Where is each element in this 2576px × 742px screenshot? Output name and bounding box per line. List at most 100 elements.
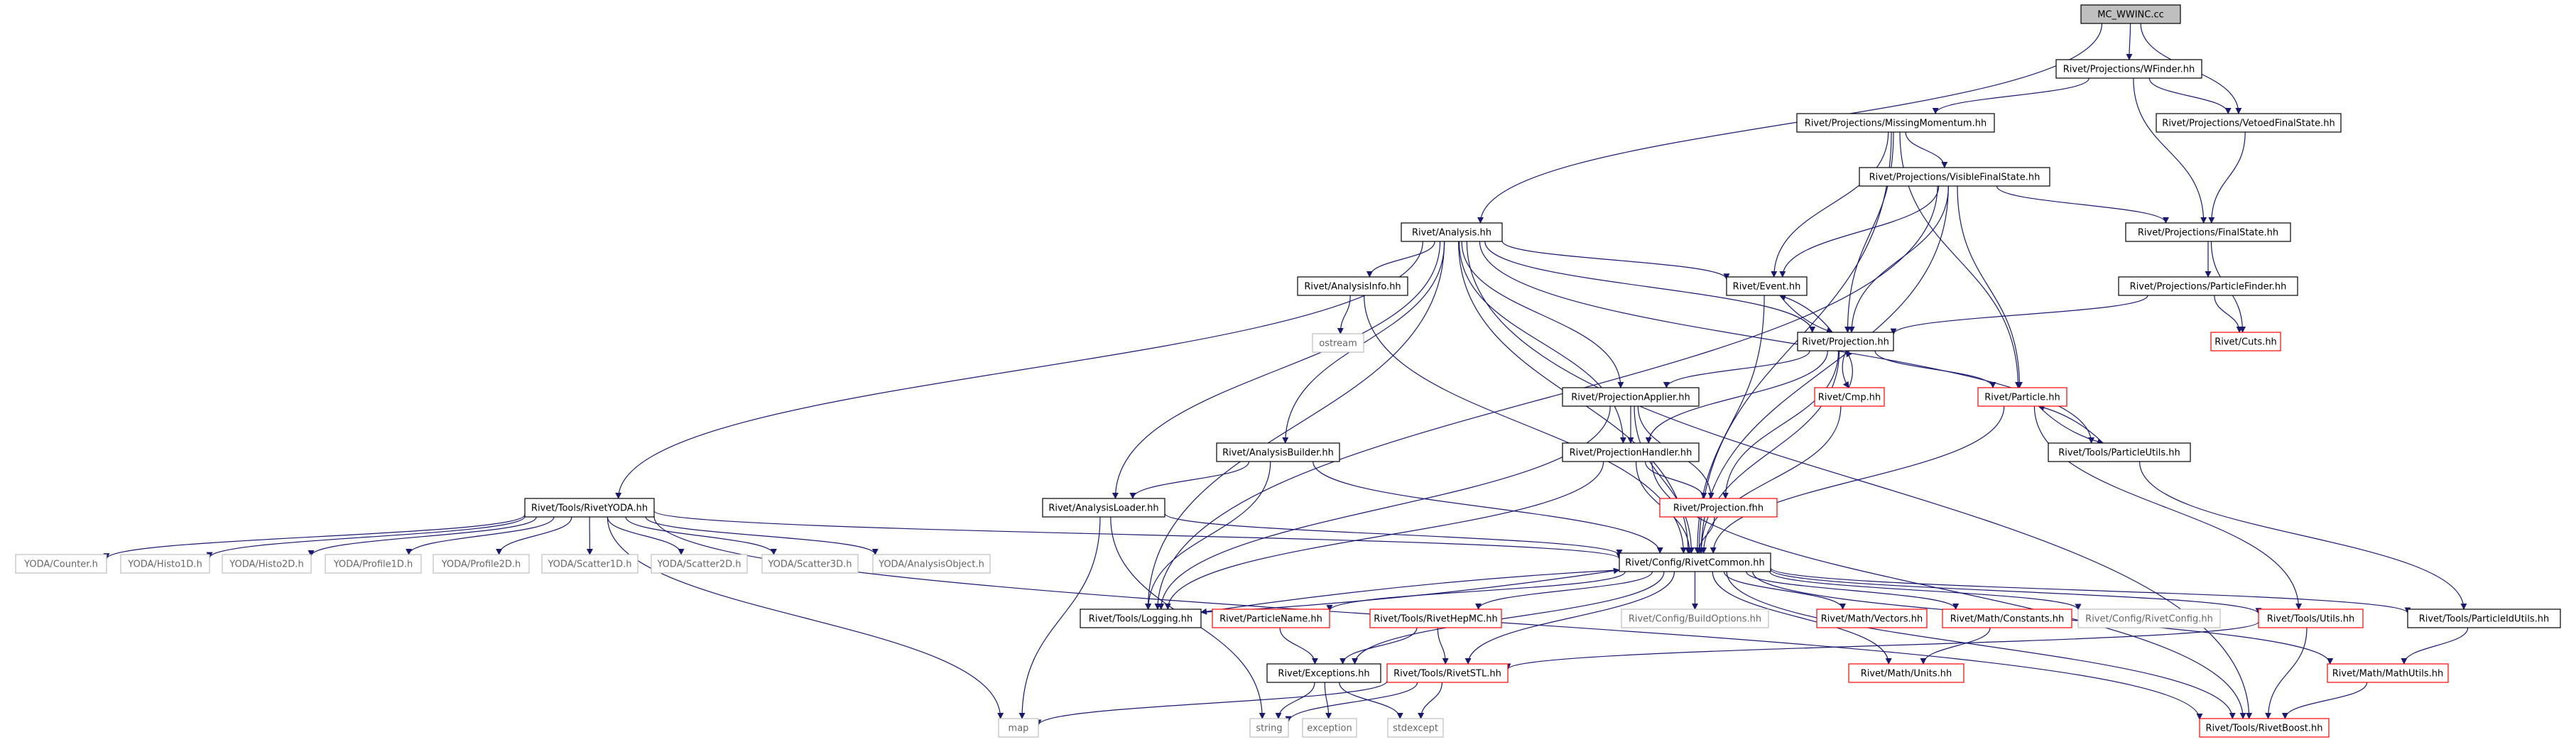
node-box bbox=[1796, 113, 1995, 133]
node-label: Rivet/Tools/ParticleIdUtils.hh bbox=[2419, 614, 2550, 625]
node-visiblefinalstate[interactable]: Rivet/Projections/VisibleFinalState.hh bbox=[1859, 167, 2050, 187]
node-particlefinder[interactable]: Rivet/Projections/ParticleFinder.hh bbox=[2118, 276, 2298, 296]
node-projectionfhh[interactable]: Rivet/Projection.fhh bbox=[1659, 498, 1778, 518]
node-yoda_histo2d[interactable]: YODA/Histo2D.h bbox=[222, 554, 312, 574]
node-particleidutils[interactable]: Rivet/Tools/ParticleIdUtils.hh bbox=[2407, 609, 2561, 628]
edge-constants-to-units bbox=[1920, 627, 1991, 665]
edge-particle-to-particleutils bbox=[2038, 405, 2104, 445]
node-toolsutils[interactable]: Rivet/Tools/Utils.hh bbox=[2258, 609, 2364, 628]
node-wfinder[interactable]: Rivet/Projections/WFinder.hh bbox=[2055, 59, 2202, 79]
node-analysis[interactable]: Rivet/Analysis.hh bbox=[1401, 222, 1503, 242]
node-label: Rivet/Exceptions.hh bbox=[1278, 669, 1369, 680]
node-rivetstl[interactable]: Rivet/Tools/RivetSTL.hh bbox=[1386, 663, 1509, 683]
node-logging[interactable]: Rivet/Tools/Logging.hh bbox=[1080, 609, 1202, 628]
node-analysisloader[interactable]: Rivet/AnalysisLoader.hh bbox=[1042, 498, 1165, 518]
node-box bbox=[2156, 113, 2342, 133]
node-box bbox=[222, 554, 312, 574]
node-label: Rivet/Config/RivetConfig.hh bbox=[2085, 614, 2213, 625]
node-units[interactable]: Rivet/Math/Units.hh bbox=[1848, 663, 1964, 683]
node-cmp[interactable]: Rivet/Cmp.hh bbox=[1814, 387, 1885, 407]
edge-exceptions-to-exception bbox=[1324, 682, 1332, 719]
edge-missingmomentum-to-rivetcommon bbox=[1695, 131, 1892, 554]
node-mc_wwinc[interactable]: MC_WWINC.cc bbox=[2080, 4, 2181, 24]
node-box bbox=[761, 554, 859, 574]
node-label: Rivet/Event.hh bbox=[1733, 282, 1801, 293]
edge-wfinder-to-finalstate bbox=[2133, 77, 2207, 224]
node-particleutils[interactable]: Rivet/Tools/ParticleUtils.hh bbox=[2048, 442, 2191, 462]
edge-analysis-to-projection bbox=[1484, 241, 1816, 333]
node-label: ostream bbox=[1319, 339, 1357, 349]
node-yoda_analysisobject[interactable]: YODA/AnalysisObject.h bbox=[872, 554, 991, 574]
node-label: string bbox=[1256, 724, 1282, 734]
node-yoda_scatter2d[interactable]: YODA/Scatter2D.h bbox=[651, 554, 748, 574]
edge-rivethepmc-to-exceptions bbox=[1339, 627, 1418, 665]
node-ostream[interactable]: ostream bbox=[1312, 333, 1364, 353]
node-exception[interactable]: exception bbox=[1302, 718, 1357, 738]
node-box bbox=[2407, 609, 2561, 628]
node-label: YODA/Scatter2D.h bbox=[656, 560, 741, 570]
node-finalstate[interactable]: Rivet/Projections/FinalState.hh bbox=[2125, 222, 2291, 242]
node-projectionapplier[interactable]: Rivet/ProjectionApplier.hh bbox=[1562, 387, 1700, 407]
node-yoda_profile2d[interactable]: YODA/Profile2D.h bbox=[433, 554, 530, 574]
node-rivethepmc[interactable]: Rivet/Tools/RivetHepMC.hh bbox=[1369, 609, 1502, 628]
node-rivetcommon[interactable]: Rivet/Config/RivetCommon.hh bbox=[1619, 552, 1771, 572]
node-rivetboost[interactable]: Rivet/Tools/RivetBoost.hh bbox=[2199, 718, 2330, 738]
node-box bbox=[1859, 167, 2050, 187]
edge-rivetcommon-to-rivetstl bbox=[1464, 571, 1675, 665]
node-box bbox=[1369, 609, 1502, 628]
node-box bbox=[1216, 442, 1340, 462]
node-mathutils[interactable]: Rivet/Math/MathUtils.hh bbox=[2327, 663, 2449, 683]
node-rivetconfig[interactable]: Rivet/Config/RivetConfig.hh bbox=[2077, 609, 2221, 628]
node-box bbox=[1562, 442, 1700, 462]
node-label: Rivet/Projections/FinalState.hh bbox=[2138, 228, 2278, 239]
node-particle[interactable]: Rivet/Particle.hh bbox=[1977, 387, 2067, 407]
node-vetoedfinalstate[interactable]: Rivet/Projections/VetoedFinalState.hh bbox=[2156, 113, 2342, 133]
node-box bbox=[1386, 663, 1509, 683]
node-box bbox=[1659, 498, 1778, 518]
edge-rivetcommon-to-particleidutils bbox=[1770, 567, 2411, 614]
node-box bbox=[1797, 332, 1894, 351]
node-analysisbuilder[interactable]: Rivet/AnalysisBuilder.hh bbox=[1216, 442, 1340, 462]
node-missingmomentum[interactable]: Rivet/Projections/MissingMomentum.hh bbox=[1796, 113, 1995, 133]
edge-analysisbuilder-to-rivetcommon bbox=[1313, 461, 1663, 554]
node-label: Rivet/Math/Units.hh bbox=[1861, 669, 1952, 680]
node-yoda_scatter1d[interactable]: YODA/Scatter1D.h bbox=[541, 554, 638, 574]
node-box bbox=[1816, 609, 1928, 628]
node-projection[interactable]: Rivet/Projection.hh bbox=[1797, 332, 1894, 351]
node-label: YODA/Profile2D.h bbox=[441, 560, 521, 570]
edge-rivetyoda-to-yoda_scatter2d bbox=[607, 516, 685, 555]
node-yoda_profile1d[interactable]: YODA/Profile1D.h bbox=[325, 554, 422, 574]
edge-event-to-projection bbox=[1779, 295, 1833, 334]
node-rivetyoda[interactable]: Rivet/Tools/RivetYODA.hh bbox=[524, 498, 655, 518]
node-label: map bbox=[1009, 724, 1029, 734]
edge-rivetcommon-to-particlename bbox=[1326, 571, 1626, 611]
node-exceptions[interactable]: Rivet/Exceptions.hh bbox=[1266, 663, 1381, 683]
node-yoda_histo1d[interactable]: YODA/Histo1D.h bbox=[120, 554, 210, 574]
node-box bbox=[15, 554, 107, 574]
node-map[interactable]: map bbox=[998, 718, 1039, 738]
node-event[interactable]: Rivet/Event.hh bbox=[1726, 276, 1808, 296]
node-constants[interactable]: Rivet/Math/Constants.hh bbox=[1942, 609, 2072, 628]
edge-toolsutils-to-rivetstl bbox=[1504, 621, 2259, 670]
nodes-layer: MC_WWINC.ccRivet/Projections/WFinder.hhR… bbox=[15, 4, 2561, 738]
edge-missingmomentum-to-event bbox=[1771, 131, 1889, 278]
edge-visiblefinalstate-to-event bbox=[1779, 185, 1940, 278]
node-box bbox=[1726, 276, 1808, 296]
node-label: Rivet/Projections/VetoedFinalState.hh bbox=[2162, 119, 2335, 129]
node-analysisinfo[interactable]: Rivet/AnalysisInfo.hh bbox=[1297, 276, 1408, 296]
node-projectionhandler[interactable]: Rivet/ProjectionHandler.hh bbox=[1562, 442, 1700, 462]
node-box bbox=[325, 554, 422, 574]
node-buildoptions[interactable]: Rivet/Config/BuildOptions.hh bbox=[1621, 609, 1769, 628]
edge-wfinder-to-missingmomentum bbox=[1932, 77, 2089, 114]
node-particlename[interactable]: Rivet/ParticleName.hh bbox=[1212, 609, 1330, 628]
node-vectors[interactable]: Rivet/Math/Vectors.hh bbox=[1816, 609, 1928, 628]
node-yoda_scatter3d[interactable]: YODA/Scatter3D.h bbox=[761, 554, 859, 574]
node-stdexcept[interactable]: stdexcept bbox=[1387, 718, 1444, 738]
node-label: YODA/Histo1D.h bbox=[127, 560, 202, 570]
node-box bbox=[2210, 332, 2281, 351]
node-cuts[interactable]: Rivet/Cuts.hh bbox=[2210, 332, 2281, 351]
edge-analysis-to-analysisinfo bbox=[1366, 241, 1435, 278]
node-yoda_counter[interactable]: YODA/Counter.h bbox=[15, 554, 107, 574]
node-string[interactable]: string bbox=[1249, 718, 1289, 738]
